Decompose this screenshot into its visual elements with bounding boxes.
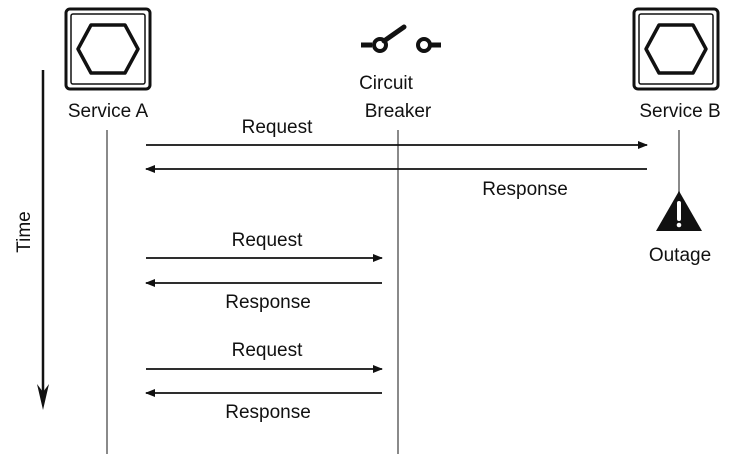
circuit-switch-icon: [361, 24, 441, 53]
message-5-label: Request: [232, 340, 303, 361]
circuit-breaker-label-line2: Breaker: [365, 101, 432, 122]
message-4-label: Response: [225, 292, 311, 313]
service-a-label: Service A: [68, 101, 149, 122]
time-axis-label: Time: [14, 211, 35, 253]
service-b-hexagon-icon: [632, 7, 720, 91]
service-b-label: Service B: [639, 101, 720, 122]
message-3-label: Request: [232, 230, 303, 251]
warning-triangle-icon: [656, 191, 702, 231]
outage-label: Outage: [649, 245, 711, 266]
circuit-breaker-label-line1: Circuit: [359, 73, 414, 94]
time-axis-arrowhead-icon: [37, 384, 49, 410]
service-a-hexagon-icon: [64, 7, 152, 91]
message-2-label: Response: [482, 179, 568, 200]
message-6-label: Response: [225, 402, 311, 423]
message-1-label: Request: [242, 117, 313, 138]
